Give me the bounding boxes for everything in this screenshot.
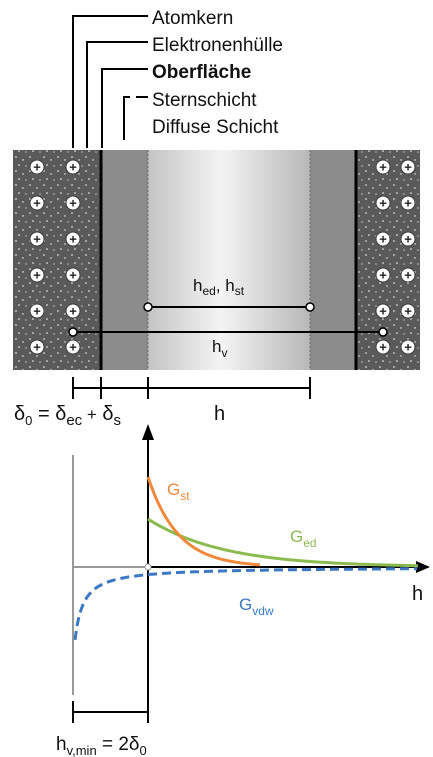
g-axis-arrowhead	[142, 424, 154, 440]
nucleus-plus-icon: +	[69, 304, 77, 319]
nucleus-icon	[65, 339, 81, 355]
nucleus-icon	[29, 159, 45, 175]
label-delta-equation: δ0 = δec + δs	[14, 403, 121, 429]
right-stern-layer	[310, 150, 356, 370]
nucleus-plus-icon: +	[404, 160, 412, 175]
nucleus-plus-icon: +	[69, 340, 77, 355]
nucleus-plus-icon: +	[404, 232, 412, 247]
nucleus-plus-icon: +	[33, 340, 41, 355]
nucleus-icon	[400, 303, 416, 319]
nucleus-plus-icon: +	[69, 268, 77, 283]
nucleus-icon	[29, 195, 45, 211]
h-v-start-marker	[68, 327, 78, 337]
h-v-end-marker	[378, 327, 388, 337]
g-st-label: Gst	[167, 480, 190, 503]
oberflaeche-leader-line	[101, 68, 148, 148]
h-axis-label: h	[412, 583, 423, 605]
h-ed-st-start-marker	[143, 302, 153, 312]
nucleus-plus-icon: +	[69, 160, 77, 175]
sternschicht-leader-line	[123, 96, 130, 140]
nucleus-plus-icon: +	[33, 160, 41, 175]
h-ed-st-end-marker	[305, 302, 315, 312]
layer-band: + + + + + + + + + + + + + + + + + + + + + + + +	[13, 150, 420, 370]
nucleus-icon	[375, 159, 391, 175]
nucleus-icon	[375, 195, 391, 211]
nucleus-icon	[29, 303, 45, 319]
legend-atomkern: Atomkern	[152, 8, 233, 29]
label-h: h	[214, 403, 225, 425]
nucleus-icon	[29, 231, 45, 247]
legend	[72, 15, 148, 148]
g-ed-label: Ged	[290, 527, 317, 550]
nucleus-plus-icon: +	[69, 232, 77, 247]
g-st-curve	[146, 476, 261, 567]
nucleus-plus-icon: +	[404, 340, 412, 355]
nucleus-plus-icon: +	[379, 268, 387, 283]
nucleus-icon	[375, 339, 391, 355]
origin-marker	[144, 563, 152, 571]
nucleus-icon	[29, 339, 45, 355]
right-particle	[356, 150, 420, 370]
nucleus-icon	[29, 267, 45, 283]
nucleus-plus-icon: +	[33, 232, 41, 247]
nucleus-icon	[65, 195, 81, 211]
left-particle	[13, 150, 101, 370]
nuclei-group: + + + + + + + + + + + + + + + + + + + + + + + +	[29, 159, 416, 355]
nucleus-icon	[65, 159, 81, 175]
elektronenhuelle-leader-line	[86, 41, 148, 148]
nucleus-plus-icon: +	[379, 304, 387, 319]
nucleus-plus-icon: +	[404, 196, 412, 211]
h-axis-arrowhead	[416, 561, 430, 573]
diffuse-layer	[148, 150, 310, 370]
nucleus-plus-icon: +	[379, 160, 387, 175]
left-stern-layer	[101, 150, 148, 370]
label-hvmin: hv,min = 2δ0	[56, 734, 147, 757]
nucleus-icon	[65, 267, 81, 283]
g-vdw-label: Gvdw	[239, 595, 274, 618]
legend-oberflaeche: Oberfläche	[152, 62, 251, 83]
legend-sternschicht: Sternschicht	[152, 90, 257, 111]
label-h-ed-h-st: hed, hst	[193, 276, 245, 298]
atomkern-leader-line	[72, 15, 148, 148]
legend-elektronenhuelle: Elektronenhülle	[152, 35, 283, 56]
nucleus-icon	[400, 159, 416, 175]
nucleus-icon	[375, 303, 391, 319]
nucleus-plus-icon: +	[69, 196, 77, 211]
nucleus-plus-icon: +	[33, 196, 41, 211]
nucleus-plus-icon: +	[379, 340, 387, 355]
nucleus-icon	[65, 303, 81, 319]
energy-plot: h Gst Ged Gvdw	[72, 424, 430, 705]
nucleus-plus-icon: +	[379, 196, 387, 211]
nucleus-icon	[375, 231, 391, 247]
nucleus-plus-icon: +	[404, 304, 412, 319]
nucleus-icon	[400, 339, 416, 355]
nucleus-icon	[400, 231, 416, 247]
nucleus-plus-icon: +	[379, 232, 387, 247]
nucleus-plus-icon: +	[33, 304, 41, 319]
g-vdw-curve	[73, 567, 417, 641]
nucleus-icon	[375, 267, 391, 283]
nucleus-plus-icon: +	[404, 268, 412, 283]
label-h-v: hv	[212, 337, 227, 360]
nucleus-icon	[65, 231, 81, 247]
nucleus-plus-icon: +	[33, 268, 41, 283]
hvmin-bar	[72, 701, 149, 723]
legend-diffuse-schicht: Diffuse Schicht	[152, 117, 279, 138]
dimension-bar	[72, 377, 311, 399]
nucleus-icon	[400, 267, 416, 283]
g-ed-curve	[147, 517, 418, 568]
nucleus-icon	[400, 195, 416, 211]
